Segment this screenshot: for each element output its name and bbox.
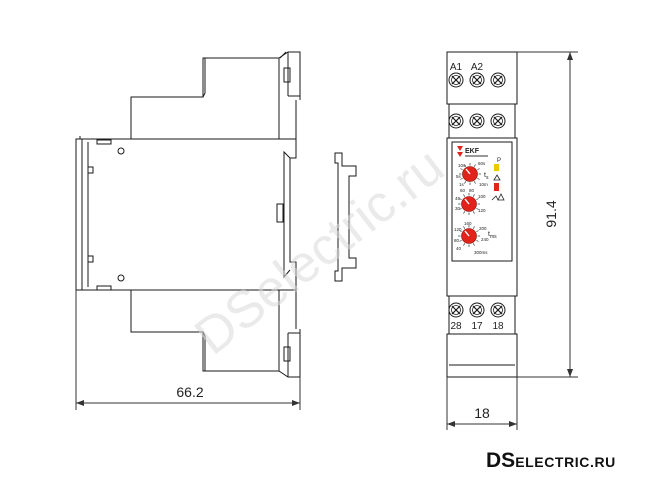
terminal-label-a1: A1 <box>450 62 463 73</box>
arrowheads <box>76 52 573 427</box>
ekf-logo-mark <box>457 146 463 151</box>
screw-terminal-icon <box>469 72 485 88</box>
dimension-height-label: 91.4 <box>543 200 559 227</box>
terminal-label-a2: A2 <box>471 62 484 73</box>
screw-terminal-icon <box>490 113 506 129</box>
knob1-scale-label: 5s <box>456 174 462 179</box>
knob2-scale-label: 120 <box>478 208 486 213</box>
knob1-scale-label: 60s <box>478 161 486 166</box>
knob2-scale-label: 30 <box>455 206 461 211</box>
side-view <box>75 51 301 378</box>
knob3-scale-label: 80 <box>454 238 460 243</box>
knob1-scale-label: 1s <box>459 182 465 187</box>
knob3-scale-label: 120 <box>454 227 462 232</box>
screw-terminal-icon <box>448 72 464 88</box>
knob3-scale-label: 160 <box>464 221 472 226</box>
dimension-lines <box>75 51 578 430</box>
knob3-scale-label: 240 <box>481 237 489 242</box>
ekf-logo: EKF <box>457 146 488 157</box>
triangle-icon <box>493 174 501 181</box>
screw-terminal-icon <box>469 302 485 318</box>
screw-terminals <box>448 72 506 318</box>
knob2-scale-label: 60 <box>460 188 466 193</box>
site-logo-rest: ELECTRIC.RU <box>515 454 616 470</box>
knob1-scale-label: 10m <box>479 182 488 187</box>
screw-terminal-icon <box>448 302 464 318</box>
side-view-body <box>75 138 297 291</box>
front-face-plate <box>451 141 513 262</box>
knob-scales: 10s 60s 5s 1s 10m 60 80 45 100 30 120 16… <box>454 161 489 255</box>
dimension-width-label: 66.2 <box>176 384 203 400</box>
knob-2[interactable] <box>458 193 480 215</box>
knob-3[interactable] <box>458 225 480 247</box>
led-relay <box>494 183 499 191</box>
din-rail <box>334 152 357 282</box>
knob1-label: ts <box>484 172 489 181</box>
knob3-scale-label: 200 <box>479 226 487 231</box>
adjustment-knobs <box>458 163 481 247</box>
terminal-label-18: 18 <box>492 321 504 332</box>
terminal-label-28: 28 <box>450 321 462 332</box>
knob-1[interactable] <box>459 163 481 185</box>
ekf-logo-text: EKF <box>465 148 480 155</box>
knob3-scale-label: 40 <box>456 246 462 251</box>
knob2-scale-label: 100 <box>478 194 486 199</box>
screw-terminal-icon <box>448 113 464 129</box>
terminal-label-17: 17 <box>471 321 483 332</box>
knob3-scale-label: 300ms <box>474 250 488 255</box>
screw-terminal-icon <box>490 72 506 88</box>
knob2-scale-label: 45 <box>455 196 461 201</box>
knob1-scale-label: 10s <box>458 163 466 168</box>
indicator-p-label: P <box>497 158 501 164</box>
site-logo-prefix: DS <box>486 449 516 472</box>
watermark: DSelectric.ru <box>184 137 454 366</box>
knob2-scale-label: 80 <box>469 188 475 193</box>
led-power <box>494 164 499 171</box>
knob3-label: tms <box>488 231 497 240</box>
contact-symbol-icon <box>491 193 505 201</box>
side-view-lower-step <box>130 290 280 372</box>
screw-terminal-icon <box>490 302 506 318</box>
screw-terminal-icon <box>469 113 485 129</box>
dimension-front-width-label: 18 <box>474 405 490 421</box>
